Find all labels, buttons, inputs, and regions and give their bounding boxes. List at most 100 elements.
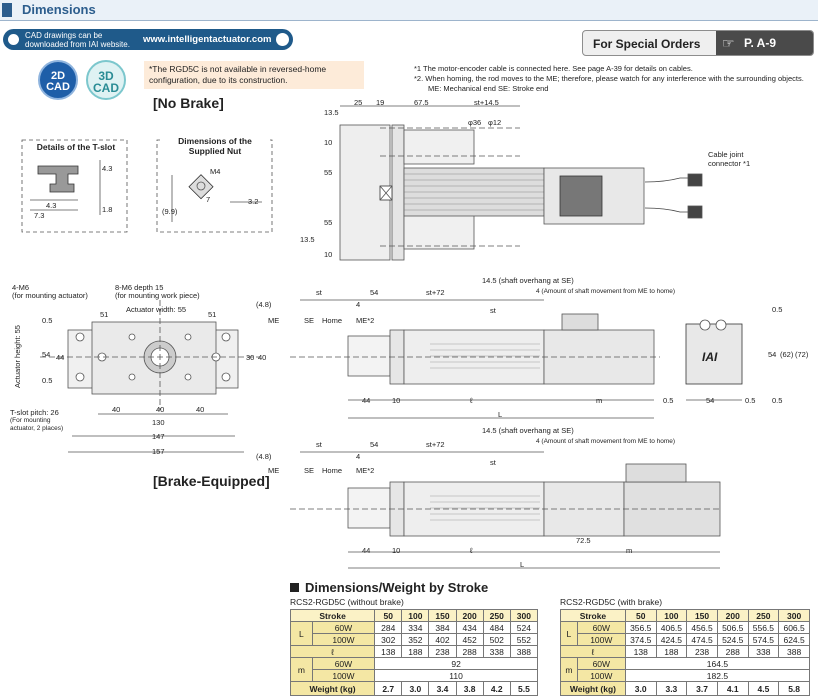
iai-logo: IAI bbox=[702, 350, 718, 364]
dim-label: 51 bbox=[100, 310, 109, 319]
table-cell: 434 bbox=[455, 621, 484, 634]
pointing-hand-icon: ☞ bbox=[722, 35, 735, 51]
dim-label: st bbox=[490, 306, 496, 315]
dim-label: ℓ bbox=[470, 396, 473, 405]
tslot-dim: 4.3 bbox=[102, 164, 113, 173]
dim-label: 51 bbox=[208, 310, 217, 319]
front-label: 8-M6 depth 15 bbox=[115, 283, 164, 292]
row-label: 60W bbox=[576, 657, 626, 670]
front-label: 4-M6 bbox=[12, 283, 30, 292]
dim-label: 54 bbox=[370, 288, 379, 297]
table-cell: 456.5 bbox=[686, 621, 718, 634]
dim-label: 0.5 bbox=[42, 316, 53, 325]
row-label: 100W bbox=[311, 633, 376, 646]
dim-label: 40 bbox=[196, 405, 205, 414]
special-orders-label: For Special Orders bbox=[593, 37, 701, 51]
movement-label: 4 (Amount of shaft movement from ME to h… bbox=[536, 438, 676, 445]
row-label-L: L bbox=[560, 621, 578, 646]
stroke-value: 250 bbox=[482, 609, 511, 622]
technical-drawing bbox=[21, 105, 743, 569]
note-1: *1 The motor-encoder cable is connected … bbox=[414, 64, 693, 73]
dim-label: 19 bbox=[376, 98, 385, 107]
header-accent bbox=[2, 3, 12, 17]
dim-label: 40 bbox=[258, 353, 267, 362]
table-cell: 502 bbox=[482, 633, 511, 646]
stroke-value: 50 bbox=[624, 609, 657, 622]
note-3: ME: Mechanical end SE: Stroke end bbox=[428, 84, 549, 93]
cad-3d-badge[interactable]: 3D CAD bbox=[86, 60, 126, 100]
row-label-ell: ℓ bbox=[560, 645, 626, 658]
dim-label: 147 bbox=[152, 432, 165, 441]
stroke-value: 200 bbox=[716, 609, 749, 622]
row-label-L: L bbox=[290, 621, 313, 646]
tslot-title: Details of the T-slot bbox=[36, 142, 116, 152]
row-label-weight: Weight (kg) bbox=[289, 681, 376, 696]
table-cell: 406.5 bbox=[655, 621, 688, 634]
table-cell: 4.5 bbox=[747, 681, 780, 696]
page-number: P. A-9 bbox=[744, 36, 777, 50]
front-label: Actuator width: 55 bbox=[126, 305, 187, 314]
dim-label: 0.5 bbox=[772, 305, 783, 314]
dim-label: 54 bbox=[42, 350, 51, 359]
dim-label: φ36 bbox=[468, 118, 482, 127]
se-label: SE bbox=[304, 316, 315, 325]
dim-label: 44 bbox=[362, 546, 371, 555]
table-cell: 334 bbox=[401, 621, 430, 634]
table-cell: 3.0 bbox=[624, 681, 657, 696]
nut-dim: 3.2 bbox=[248, 197, 259, 206]
dim-label: 10 bbox=[392, 396, 401, 405]
dimension-table-no-brake: Stroke 50 100 150 200 250 300 L 60W 284 … bbox=[289, 609, 539, 696]
stroke-header: Stroke bbox=[289, 609, 376, 622]
dim-label: 67.5 bbox=[414, 98, 429, 107]
dim-label: 0.5 bbox=[42, 376, 53, 385]
table-cell: 3.4 bbox=[428, 681, 457, 696]
cad-url-link[interactable]: www.intelligentactuator.com bbox=[143, 34, 272, 45]
table-cell: 188 bbox=[655, 645, 688, 658]
stroke-value: 200 bbox=[455, 609, 484, 622]
dim-label: 44 bbox=[362, 396, 371, 405]
dim-label: L bbox=[520, 560, 525, 569]
front-label: (For mounting actuator, 2 places) bbox=[10, 417, 64, 432]
stroke-header: Stroke bbox=[560, 609, 626, 622]
brake-heading: [Brake-Equipped] bbox=[153, 473, 270, 489]
table-cell: 5.5 bbox=[509, 681, 539, 696]
table-cell: 452 bbox=[455, 633, 484, 646]
cad-2d-badge[interactable]: 2D CAD bbox=[38, 60, 78, 100]
table-cell: 4.2 bbox=[482, 681, 511, 696]
dim-label: 54 bbox=[370, 440, 379, 449]
front-label: T-slot pitch: 26 bbox=[10, 408, 59, 417]
table-cell: 188 bbox=[401, 645, 430, 658]
nut-thread: M4 bbox=[210, 167, 221, 176]
dim-label: 4 bbox=[356, 300, 361, 309]
dim-label: 40 bbox=[112, 405, 121, 414]
dim-label: 130 bbox=[152, 418, 165, 427]
special-orders-box[interactable]: For Special Orders ☞ P. A-9 bbox=[582, 30, 814, 56]
nut-dim: 7 bbox=[206, 195, 211, 204]
row-label: 100W bbox=[576, 669, 626, 682]
table-cell: 182.5 bbox=[624, 669, 811, 682]
table-cell: 606.5 bbox=[778, 621, 810, 634]
page-title: Dimensions bbox=[22, 2, 96, 17]
stroke-value: 300 bbox=[509, 609, 539, 622]
dim-label: (72) bbox=[795, 350, 809, 359]
se-label: SE bbox=[304, 466, 315, 475]
table-cell: 484 bbox=[482, 621, 511, 634]
dim-label: (62) bbox=[780, 350, 794, 359]
note-2: *2. When homing, the rod moves to the ME… bbox=[414, 74, 804, 83]
dim-label: 30 bbox=[246, 353, 255, 362]
table-cell: 3.8 bbox=[455, 681, 484, 696]
dim-label: st+72 bbox=[426, 288, 445, 297]
tslot-dim: 4.3 bbox=[46, 201, 57, 210]
row-label-ell: ℓ bbox=[289, 645, 376, 658]
page-reference[interactable]: ☞ P. A-9 bbox=[716, 31, 813, 55]
cad-download-banner[interactable]: CAD drawings can be downloaded from IAI … bbox=[3, 29, 293, 50]
table-cell: 624.5 bbox=[778, 633, 810, 646]
table-cell: 284 bbox=[374, 621, 403, 634]
table-cell: 3.0 bbox=[401, 681, 430, 696]
front-label: (for mounting actuator) bbox=[12, 291, 88, 300]
dim-label: 0.5 bbox=[772, 396, 783, 405]
row-label: 60W bbox=[311, 657, 376, 670]
me2-label: ME*2 bbox=[356, 316, 375, 325]
cable-connector-label: Cable joint connector *1 bbox=[708, 150, 751, 168]
dim-label: 54 bbox=[706, 396, 715, 405]
